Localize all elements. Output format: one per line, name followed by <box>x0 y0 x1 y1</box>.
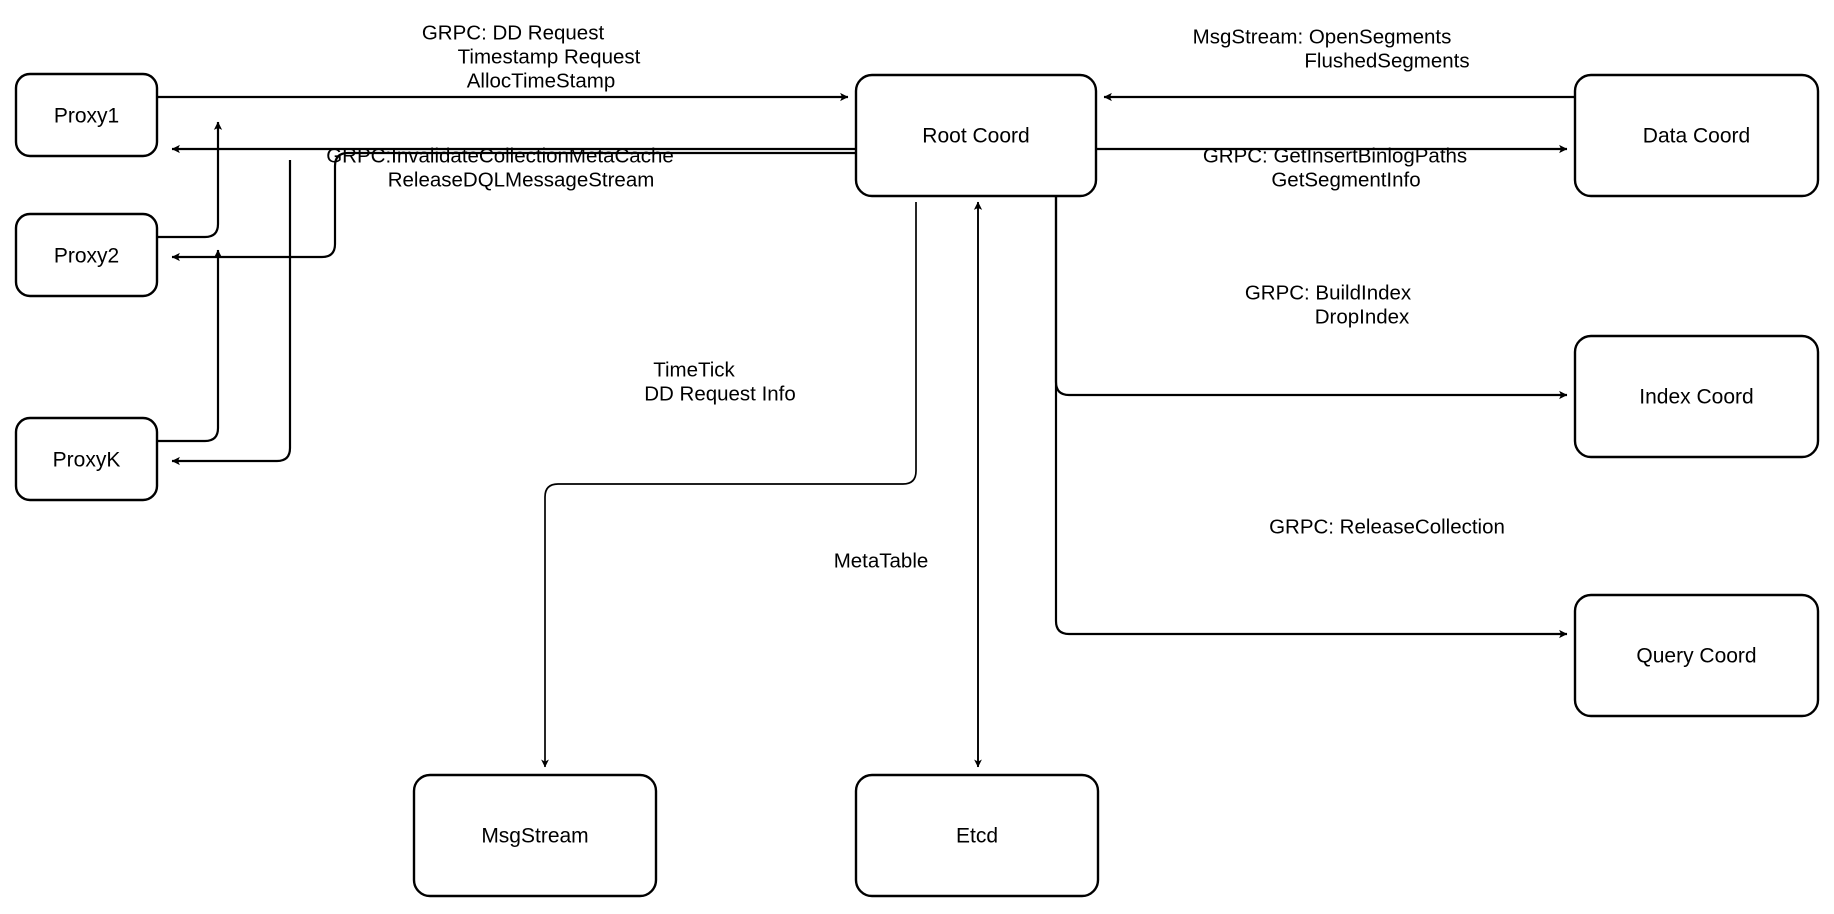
edge-label-line: GRPC: ReleaseCollection <box>1269 515 1505 538</box>
node-proxy2[interactable]: Proxy2 <box>14 212 159 298</box>
node-indexcoord[interactable]: Index Coord <box>1573 334 1820 459</box>
edge-label-root-to-proxy: GRPC:InvalidateCollectionMetaCache Relea… <box>326 144 674 191</box>
edge-rootcoord-to-proxyk <box>171 160 292 466</box>
edge-rootcoord-to-querycoord <box>1054 196 1568 639</box>
node-querycoord[interactable]: Query Coord <box>1573 593 1820 718</box>
proxy1-box[interactable] <box>14 72 159 158</box>
edge-label-root-to-etcd: MetaTable <box>834 549 929 572</box>
datacoord-label: Data Coord <box>1643 125 1750 148</box>
proxyk-box[interactable] <box>14 416 159 502</box>
rootcoord-box[interactable] <box>854 73 1098 198</box>
node-etcd[interactable]: Etcd <box>854 773 1100 898</box>
edge-layer <box>157 92 1575 768</box>
node-msgstream[interactable]: MsgStream <box>412 773 658 898</box>
edge-rootcoord-to-msgstream <box>541 202 917 768</box>
edge-label-line: GetSegmentInfo <box>1271 168 1420 191</box>
edge-label-line: MsgStream: OpenSegments <box>1193 25 1452 48</box>
edge-label-line: Timestamp Request <box>458 45 641 68</box>
edge-label-line: MetaTable <box>834 549 929 572</box>
node-layer: Proxy1 Proxy2 ProxyK Root Coord Data Coo… <box>14 72 1820 898</box>
edge-label-line: AllocTimeStamp <box>467 69 615 92</box>
edge-proxyk-to-rootcoord <box>157 249 223 443</box>
edge-label-line: ReleaseDQLMessageStream <box>388 168 655 191</box>
edge-label-line: DropIndex <box>1315 305 1410 328</box>
proxy2-box[interactable] <box>14 212 159 298</box>
edge-label-line: DD Request Info <box>644 382 796 405</box>
proxyk-label: ProxyK <box>53 449 121 472</box>
node-proxyk[interactable]: ProxyK <box>14 416 159 502</box>
edge-label-layer: GRPC: DD Request Timestamp Request Alloc… <box>326 21 1505 572</box>
edge-label-root-to-querycoord: GRPC: ReleaseCollection <box>1269 515 1505 538</box>
msgstream-label: MsgStream <box>481 825 588 848</box>
edge-label-line: GRPC: DD Request <box>422 21 605 44</box>
datacoord-box[interactable] <box>1573 73 1820 198</box>
edge-label-line: GRPC: GetInsertBinlogPaths <box>1203 144 1467 167</box>
node-rootcoord[interactable]: Root Coord <box>854 73 1098 198</box>
indexcoord-box[interactable] <box>1573 334 1820 459</box>
edge-label-line: TimeTick <box>653 358 735 381</box>
querycoord-label: Query Coord <box>1636 645 1756 668</box>
edge-label-root-to-indexcoord: GRPC: BuildIndex DropIndex <box>1245 281 1412 328</box>
edge-label-proxy-to-root: GRPC: DD Request Timestamp Request Alloc… <box>422 21 641 92</box>
edge-label-root-to-msgstream: TimeTick DD Request Info <box>644 358 796 405</box>
edge-rootcoord-to-proxy2 <box>171 151 856 262</box>
edge-label-line: GRPC: BuildIndex <box>1245 281 1412 304</box>
rootcoord-label: Root Coord <box>922 125 1029 148</box>
etcd-box[interactable] <box>854 773 1100 898</box>
proxy1-label: Proxy1 <box>54 105 119 128</box>
node-proxy1[interactable]: Proxy1 <box>14 72 159 158</box>
indexcoord-label: Index Coord <box>1639 386 1753 409</box>
node-datacoord[interactable]: Data Coord <box>1573 73 1820 198</box>
proxy2-label: Proxy2 <box>54 245 119 268</box>
edge-label-line: GRPC:InvalidateCollectionMetaCache <box>326 144 674 167</box>
edge-label-line: FlushedSegments <box>1304 49 1469 72</box>
edge-proxy2-to-rootcoord <box>157 121 223 239</box>
edge-label-datacoord-to-root: MsgStream: OpenSegments FlushedSegments <box>1193 25 1470 72</box>
edge-label-root-to-datacoord: GRPC: GetInsertBinlogPaths GetSegmentInf… <box>1203 144 1467 191</box>
querycoord-box[interactable] <box>1573 593 1820 718</box>
msgstream-box[interactable] <box>412 773 658 898</box>
etcd-label: Etcd <box>956 825 998 848</box>
